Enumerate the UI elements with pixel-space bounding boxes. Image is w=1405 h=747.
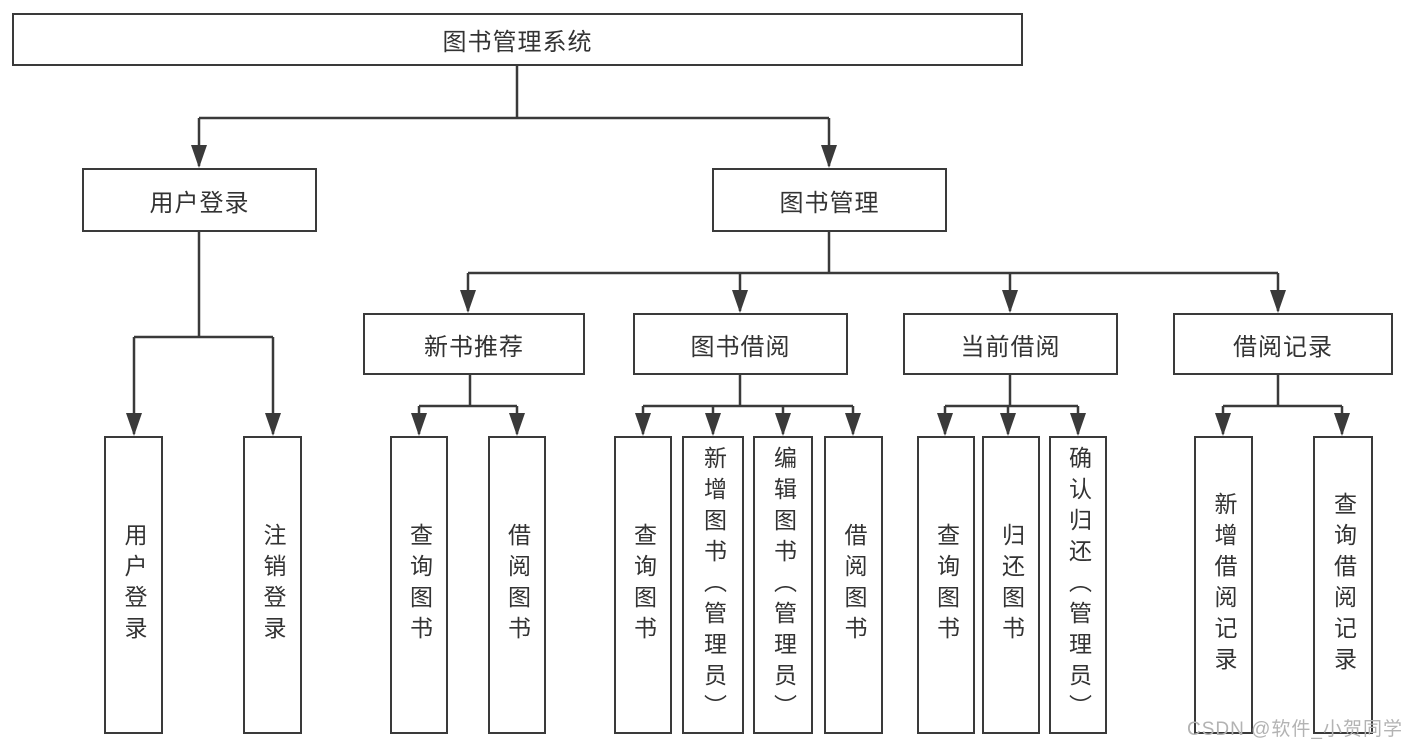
node-root-system: 图书管理系统 (12, 13, 1023, 66)
leaf-add-borrow-record: 新增借阅记录 (1194, 436, 1253, 734)
leaf-edit-books-admin: 编辑图书（管理员） (753, 436, 813, 734)
leaf-user-login: 用户登录 (104, 436, 163, 734)
node-borrow-records: 借阅记录 (1173, 313, 1393, 375)
leaf-borrow-books: 借阅图书 (824, 436, 883, 734)
leaf-return-books: 归还图书 (982, 436, 1040, 734)
node-user-login: 用户登录 (82, 168, 317, 232)
node-label: 图书管理 (779, 189, 880, 217)
node-label: 新增借阅记录 (1211, 492, 1237, 678)
leaf-confirm-return-admin: 确认归还（管理员） (1049, 436, 1107, 734)
node-label: 归还图书 (998, 523, 1025, 647)
node-book-management: 图书管理 (712, 168, 947, 232)
node-label: 借阅图书 (504, 523, 531, 647)
node-label: 当前借阅 (960, 333, 1061, 361)
node-book-borrow: 图书借阅 (633, 313, 848, 375)
node-label: 查询图书 (406, 523, 433, 647)
node-label: 新增图书（管理员） (700, 445, 727, 725)
leaf-query-books-recommend: 查询图书 (390, 436, 448, 734)
node-label: 注销登录 (260, 523, 286, 647)
node-new-book-recommend: 新书推荐 (363, 313, 585, 375)
node-label: 借阅记录 (1233, 333, 1333, 361)
node-label: 新书推荐 (424, 333, 524, 361)
arrowheads (126, 145, 1350, 436)
leaf-add-books-admin: 新增图书（管理员） (682, 436, 744, 734)
leaf-logout: 注销登录 (243, 436, 302, 734)
node-label: 用户登录 (149, 189, 250, 217)
csdn-watermark: CSDN @软件_小贺同学 (1187, 719, 1403, 740)
node-label: 编辑图书（管理员） (770, 445, 797, 725)
node-label: 图书借阅 (690, 333, 791, 361)
node-label: 查询借阅记录 (1330, 492, 1357, 678)
leaf-borrow-books-recommend: 借阅图书 (488, 436, 546, 734)
node-label: 借阅图书 (841, 523, 867, 647)
node-label: 查询图书 (933, 523, 960, 647)
node-label: 用户登录 (121, 523, 147, 647)
node-label: 图书管理系统 (442, 29, 593, 56)
node-label: 确认归还（管理员） (1065, 445, 1092, 725)
leaf-query-books-current: 查询图书 (917, 436, 975, 734)
leaf-query-books-borrow: 查询图书 (614, 436, 672, 734)
node-current-borrow: 当前借阅 (903, 313, 1118, 375)
leaf-query-borrow-record: 查询借阅记录 (1313, 436, 1373, 734)
node-label: 查询图书 (630, 523, 657, 647)
